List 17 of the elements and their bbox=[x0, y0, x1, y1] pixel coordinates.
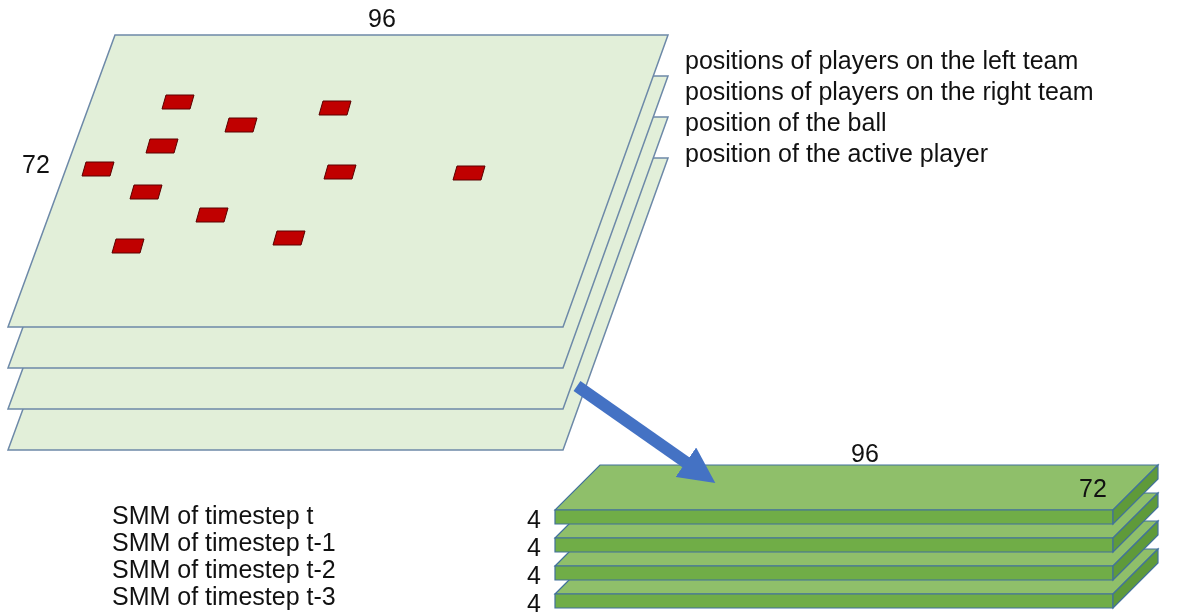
layer-caption: position of the active player bbox=[685, 141, 988, 166]
timestep-caption: SMM of timestep t-1 bbox=[112, 530, 336, 555]
dimension-label: 72 bbox=[1079, 476, 1107, 501]
timestep-caption: SMM of timestep t-2 bbox=[112, 557, 336, 582]
dimension-label: 96 bbox=[851, 441, 879, 466]
dimension-label: 72 bbox=[22, 152, 50, 177]
dimension-label: 4 bbox=[527, 563, 541, 588]
layer-caption: position of the ball bbox=[685, 110, 887, 135]
timestep-caption: SMM of timestep t bbox=[112, 503, 314, 528]
dimension-label: 4 bbox=[527, 507, 541, 532]
dimension-label: 4 bbox=[527, 591, 541, 615]
dimension-label: 96 bbox=[368, 6, 396, 31]
dimension-label: 4 bbox=[527, 535, 541, 560]
layer-caption: positions of players on the right team bbox=[685, 79, 1094, 104]
timestep-caption: SMM of timestep t-3 bbox=[112, 584, 336, 609]
arrow bbox=[573, 381, 716, 483]
layer-caption: positions of players on the left team bbox=[685, 48, 1079, 73]
